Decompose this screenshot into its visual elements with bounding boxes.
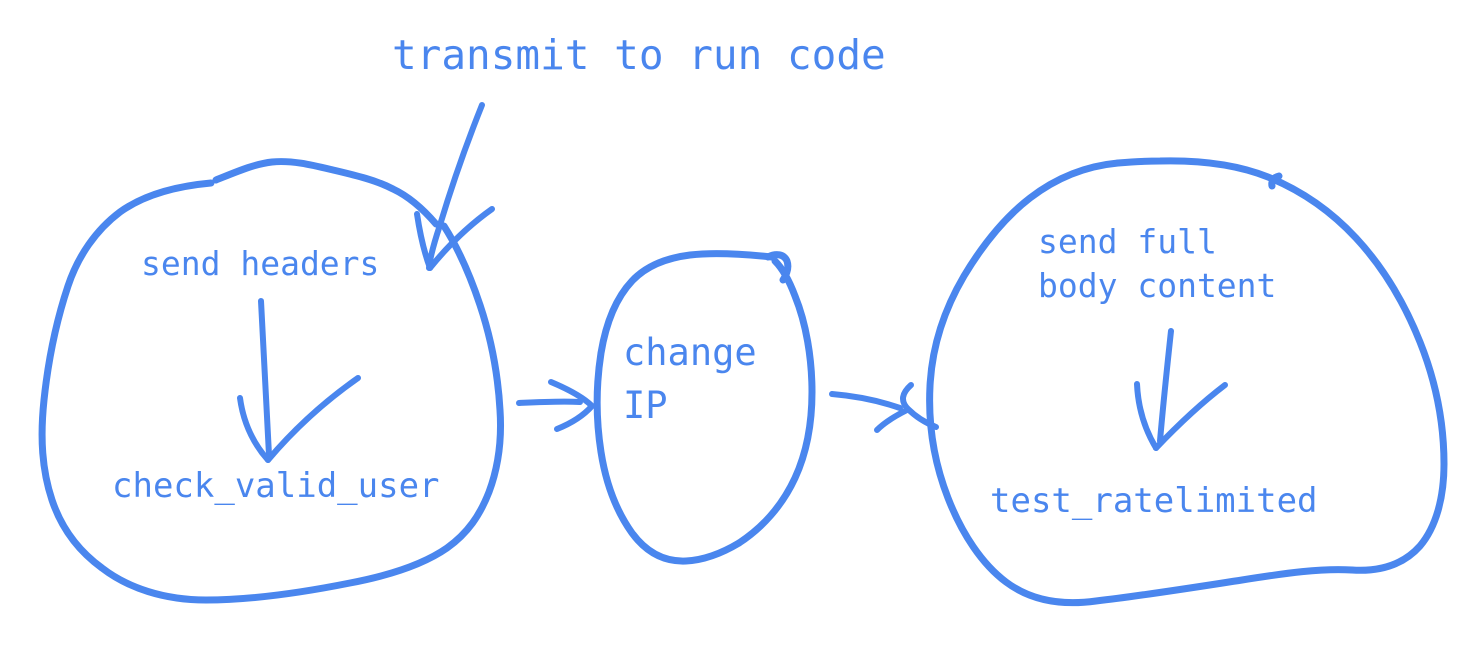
node-label-check-valid-user: check_valid_user	[112, 466, 440, 506]
connector2-shaft	[829, 391, 903, 411]
blob2-path-b	[735, 257, 816, 547]
blob3-path-b	[1114, 157, 1448, 574]
blob1-arrow-shaft	[258, 298, 272, 458]
connector-blob2-to-blob3-arrow-icon	[829, 382, 939, 433]
blob3-top-tick	[1268, 172, 1283, 190]
connector1-shaft	[516, 398, 583, 406]
page-title: transmit to run code	[392, 31, 886, 79]
title-arrow-head-right	[427, 206, 495, 271]
blob2-top-hook	[764, 251, 792, 284]
title-arrow-shaft	[426, 102, 485, 271]
connector-blob1-to-blob2-arrow-icon	[516, 379, 595, 432]
blob3-inner-down-arrow-icon	[1134, 328, 1228, 451]
blob2-path-a	[593, 250, 776, 565]
node-change-ip-outline[interactable]	[593, 250, 816, 565]
blob1-path-a	[38, 179, 504, 604]
blob3-arrow-shaft	[1157, 328, 1174, 444]
change-ip-line-1: change	[623, 331, 757, 374]
node-label-test-ratelimited: test_ratelimited	[990, 481, 1318, 521]
title-pointer-arrow-icon	[414, 102, 495, 271]
send-full-line-2: body content	[1038, 265, 1277, 305]
title-arrow-head-left	[414, 211, 433, 271]
connector2-head-lower	[874, 407, 910, 433]
change-ip-line-2: IP	[623, 383, 668, 427]
blob3-arrow-head-right	[1153, 382, 1228, 451]
connector1-head	[548, 379, 595, 432]
blob3-path-a	[926, 159, 1356, 607]
blob1-arrow-head-right	[265, 375, 361, 463]
annotation-send-full-body-content: send full body content	[1038, 220, 1276, 307]
send-full-line-1: send full	[1038, 222, 1217, 261]
blob1-path-b	[212, 158, 440, 228]
annotation-send-headers: send headers	[141, 244, 380, 283]
node-test-ratelimited-outline[interactable]	[926, 157, 1448, 607]
blob1-inner-down-arrow-icon	[237, 298, 361, 463]
blob1-arrow-head-left	[237, 395, 271, 463]
node-check-valid-user-outline[interactable]	[38, 158, 504, 604]
blob3-arrow-head-left	[1134, 381, 1159, 451]
